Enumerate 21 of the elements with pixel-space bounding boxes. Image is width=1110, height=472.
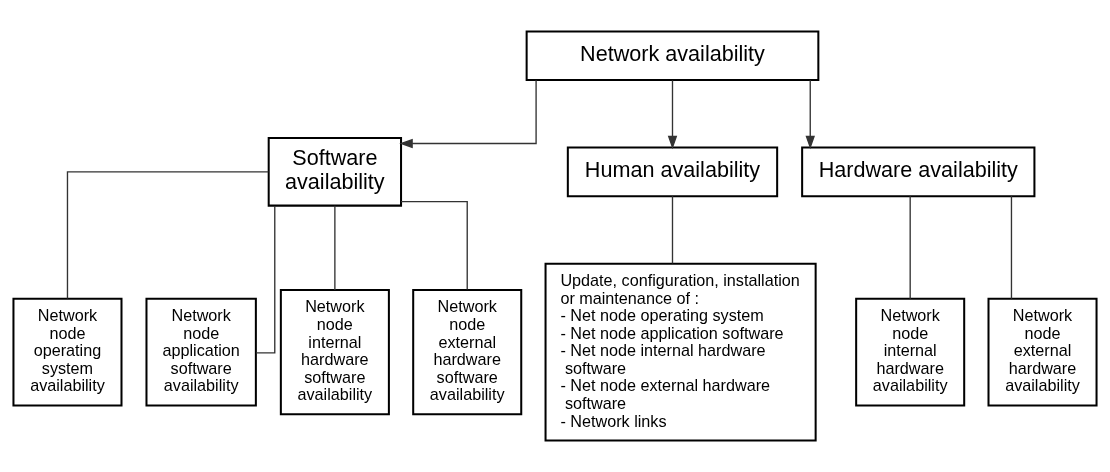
- node-box: Network availability: [525, 30, 820, 82]
- arrow: [667, 79, 678, 150]
- node-box: Network node internal hardware software availability: [279, 289, 390, 416]
- connector: [671, 195, 674, 265]
- node-box: Network node external hardware availability: [987, 297, 1098, 407]
- node-box: Update, configuration, installation or maintenance of : - Net node operating system - Net node application software - Net node internal hardware software - Net node external hardware software - Network links: [544, 262, 817, 442]
- connector: [334, 205, 336, 291]
- arrow: [805, 79, 815, 150]
- arrow: [399, 79, 537, 149]
- node-box: Network node internal hardware availability: [855, 297, 966, 407]
- node-box: Network node operating system availability: [12, 297, 123, 407]
- node-box: Software availability: [267, 137, 403, 207]
- connector: [400, 200, 468, 291]
- node-box: Network node application software availability: [145, 297, 257, 407]
- node-box: Hardware availability: [801, 146, 1036, 198]
- connector: [255, 205, 276, 354]
- connector: [66, 171, 270, 300]
- connector: [1010, 195, 1013, 300]
- node-box: Network node external hardware software availability: [412, 289, 523, 416]
- node-box: Human availability: [566, 146, 779, 198]
- connector: [909, 195, 911, 300]
